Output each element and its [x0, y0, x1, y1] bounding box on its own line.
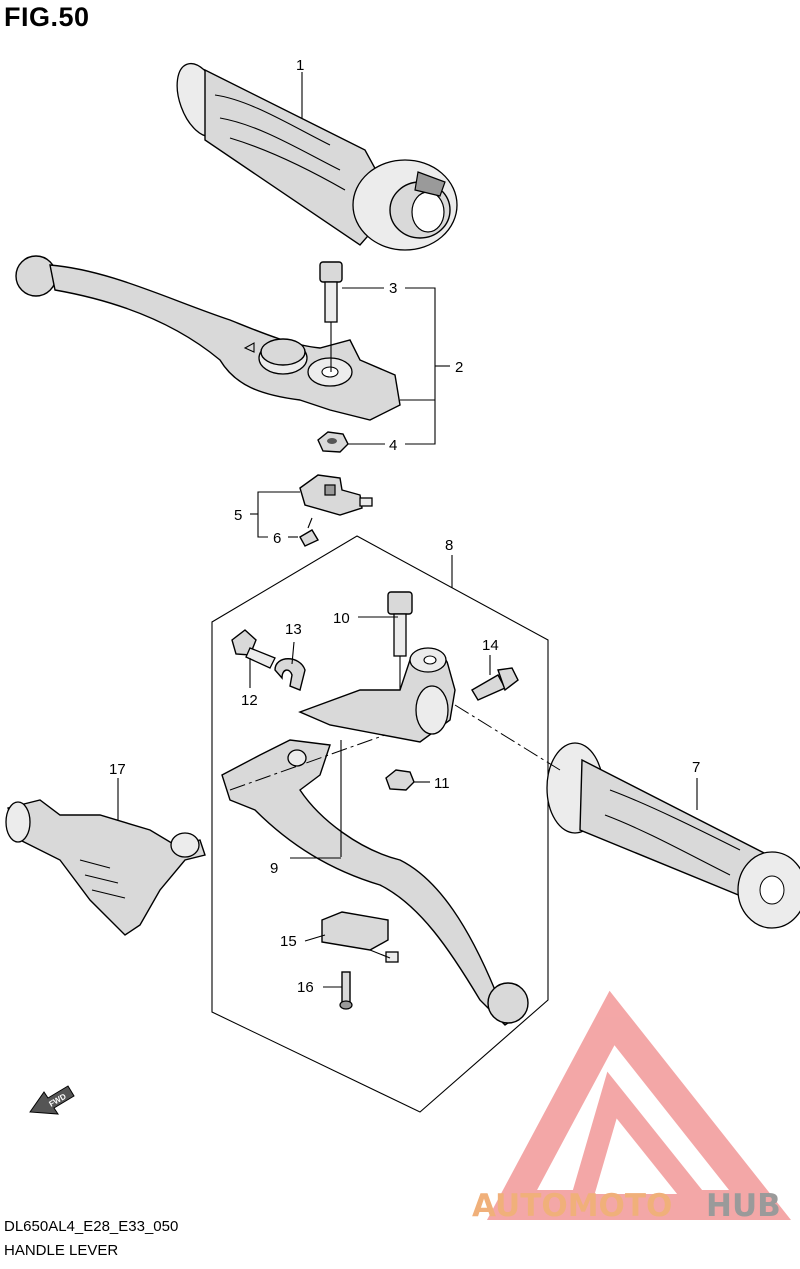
callout-11: 11 — [434, 775, 450, 792]
callout-5: 5 — [234, 507, 242, 524]
callout-6: 6 — [273, 530, 281, 547]
part-7-handlebar-grip — [546, 742, 800, 929]
assembly-8-frame — [211, 535, 549, 1113]
centerline-grip — [454, 704, 561, 771]
watermark-brand-part2: HUB — [706, 1188, 781, 1224]
part-12-bolt — [231, 629, 276, 669]
part-3-pivot-bolt — [319, 261, 343, 372]
part-11-nut — [385, 769, 415, 791]
callout-15: 15 — [280, 933, 297, 950]
callout-2: 2 — [455, 359, 463, 376]
callout-10: 10 — [333, 610, 350, 627]
centerline-lever — [229, 734, 386, 791]
callout-4: 4 — [389, 437, 397, 454]
watermark-brand-part1: AUTOMOTO — [472, 1188, 672, 1224]
figure-title: FIG.50 — [4, 2, 90, 32]
part-13-clamp — [274, 658, 306, 691]
fwd-arrow-icon: FWD — [29, 1085, 75, 1115]
callout-9: 9 — [270, 860, 278, 877]
watermark-logo — [486, 990, 792, 1220]
callout-12: 12 — [241, 692, 258, 709]
callout-13: 13 — [285, 621, 302, 638]
model-code: DL650AL4_E28_E33_050 — [4, 1218, 179, 1235]
callout-3: 3 — [389, 280, 397, 297]
part-5-brake-switch — [299, 474, 373, 516]
part-2-front-brake-lever — [15, 255, 401, 421]
callout-14: 14 — [482, 637, 499, 654]
watermark-text: AUTOMOTO HUB — [472, 1188, 781, 1224]
callout-labels: 1 2 3 4 5 6 7 8 9 10 11 12 13 14 15 16 1… — [109, 57, 700, 996]
part-15-clutch-switch — [321, 911, 399, 963]
callout-8: 8 — [445, 537, 453, 554]
leader-lines — [117, 72, 698, 988]
part-14-bolt — [471, 667, 519, 701]
callout-1: 1 — [296, 57, 304, 74]
part-6-screw — [299, 517, 320, 547]
part-4-nut — [317, 431, 349, 453]
part-16-screw — [339, 971, 353, 1010]
callout-17: 17 — [109, 761, 126, 778]
part-8-lever-bracket — [298, 647, 456, 743]
callout-7: 7 — [692, 759, 700, 776]
callout-16: 16 — [297, 979, 314, 996]
part-17-lever-holder — [5, 799, 206, 936]
section-name: HANDLE LEVER — [4, 1242, 119, 1259]
part-9-clutch-lever — [221, 739, 529, 1026]
part-1-throttle-grip — [176, 62, 458, 251]
part-10-pivot-bolt — [387, 591, 413, 712]
